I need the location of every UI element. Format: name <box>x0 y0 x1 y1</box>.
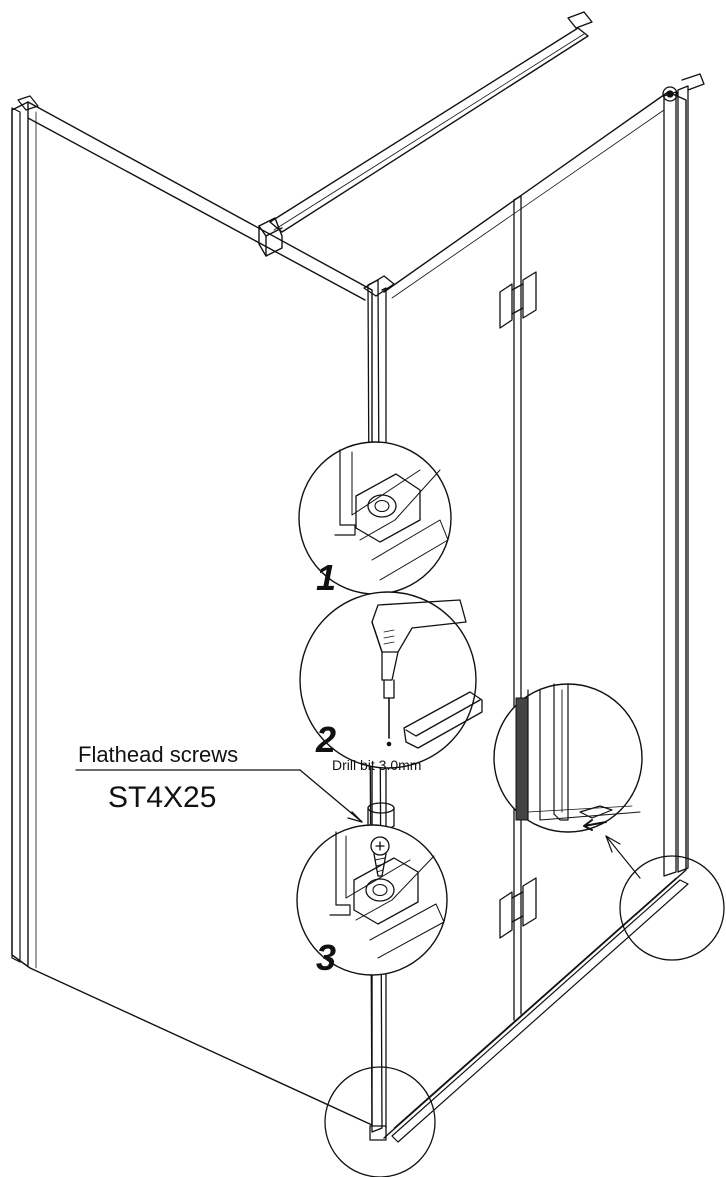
zoom-circle-corner-foot <box>324 1066 436 1177</box>
drill-icon <box>371 599 467 739</box>
step-number-2: 2 <box>315 719 336 760</box>
step-number-3: 3 <box>316 937 336 978</box>
door-fold-seam <box>513 195 522 1021</box>
profile-top-cap <box>662 86 678 102</box>
right-wall-profile <box>662 73 705 877</box>
folding-door-outer <box>383 91 687 1139</box>
left-wall-profile <box>11 95 39 963</box>
drill-hole-dot <box>386 741 392 747</box>
detail-circle-1-hinge-position <box>298 441 452 595</box>
detail-circle-door-seal <box>493 683 643 833</box>
corner-foot-cap <box>369 1125 387 1141</box>
screw-size-label: ST4X25 <box>108 781 216 814</box>
door-bottom-rail <box>391 879 689 1143</box>
pointer-arrow <box>605 835 641 879</box>
wall-profile-section <box>515 697 529 821</box>
push-arrow <box>583 819 607 831</box>
zoom-circle-right-foot <box>619 855 725 961</box>
door-hinge-lower <box>499 877 537 939</box>
detail-circle-3-screw-fixing <box>296 824 448 976</box>
screw-icon <box>370 836 390 877</box>
step-number-1: 1 <box>316 557 336 598</box>
profile-strip-icon <box>403 691 483 749</box>
door-hinge-upper <box>499 271 537 329</box>
stabilizer-bar <box>258 11 593 257</box>
bar-wall-bracket <box>567 11 593 29</box>
magnetic-strip-icon <box>579 805 613 819</box>
bar-glass-clamp <box>258 217 283 257</box>
detail-circle-2-drilling <box>299 591 483 769</box>
drill-bit-label: Drill bit 3.0mm <box>332 757 421 773</box>
screw-type-label: Flathead screws <box>78 742 238 767</box>
